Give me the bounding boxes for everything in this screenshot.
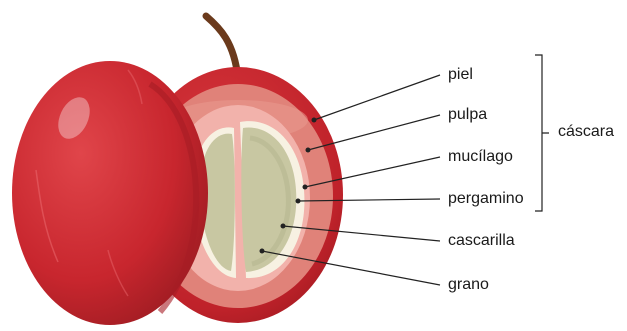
- whole-cherry-half: [12, 61, 208, 325]
- leader-dot-pergamino: [296, 199, 301, 204]
- leader-dot-mucilago: [303, 185, 308, 190]
- label-pulpa: pulpa: [448, 106, 487, 124]
- label-cascarilla: cascarilla: [448, 232, 515, 250]
- label-piel: piel: [448, 66, 473, 84]
- leader-dot-pulpa: [306, 148, 311, 153]
- leader-line-piel: [314, 75, 440, 120]
- label-mucilago: mucílago: [448, 148, 513, 166]
- leader-dot-grano: [260, 249, 265, 254]
- label-cascara: cáscara: [558, 123, 614, 141]
- label-pergamino: pergamino: [448, 190, 524, 208]
- leader-dot-piel: [312, 118, 317, 123]
- label-grano: grano: [448, 276, 489, 294]
- leader-dot-cascarilla: [281, 224, 286, 229]
- cascara-bracket: [535, 55, 549, 211]
